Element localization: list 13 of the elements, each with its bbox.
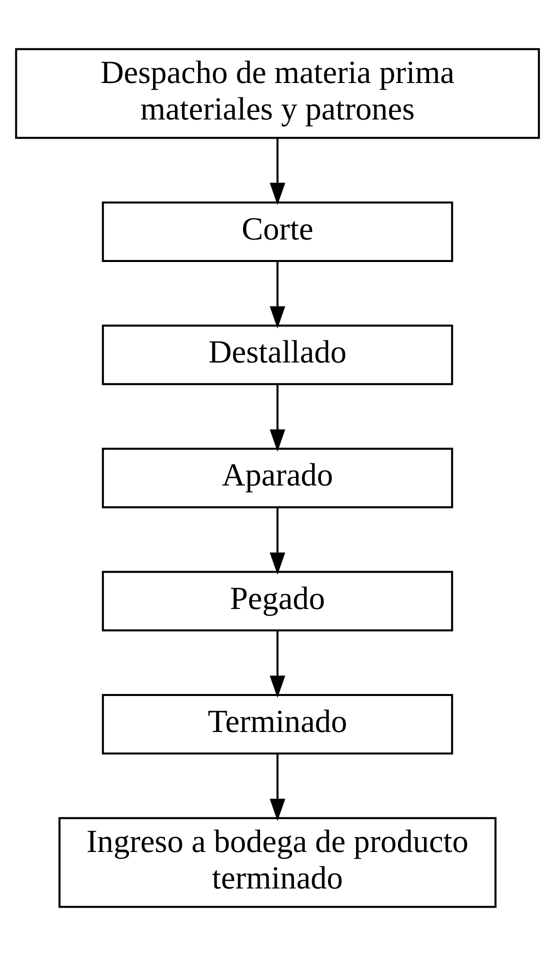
node-box: Despacho de materia prima materiales y patrones [15,48,540,138]
node-box: Destallado [102,324,454,385]
node-box: Terminado [102,693,454,754]
node-box: Corte [102,200,454,262]
node-box: Ingreso a bodega de producto terminado [58,816,496,908]
arrow [270,137,286,204]
node-box: Aparado [102,447,454,508]
arrow [270,260,286,328]
arrow [270,384,286,452]
arrow [270,630,286,698]
arrow [270,507,286,574]
arrow [270,754,286,820]
node-box: Pegado [102,570,454,631]
